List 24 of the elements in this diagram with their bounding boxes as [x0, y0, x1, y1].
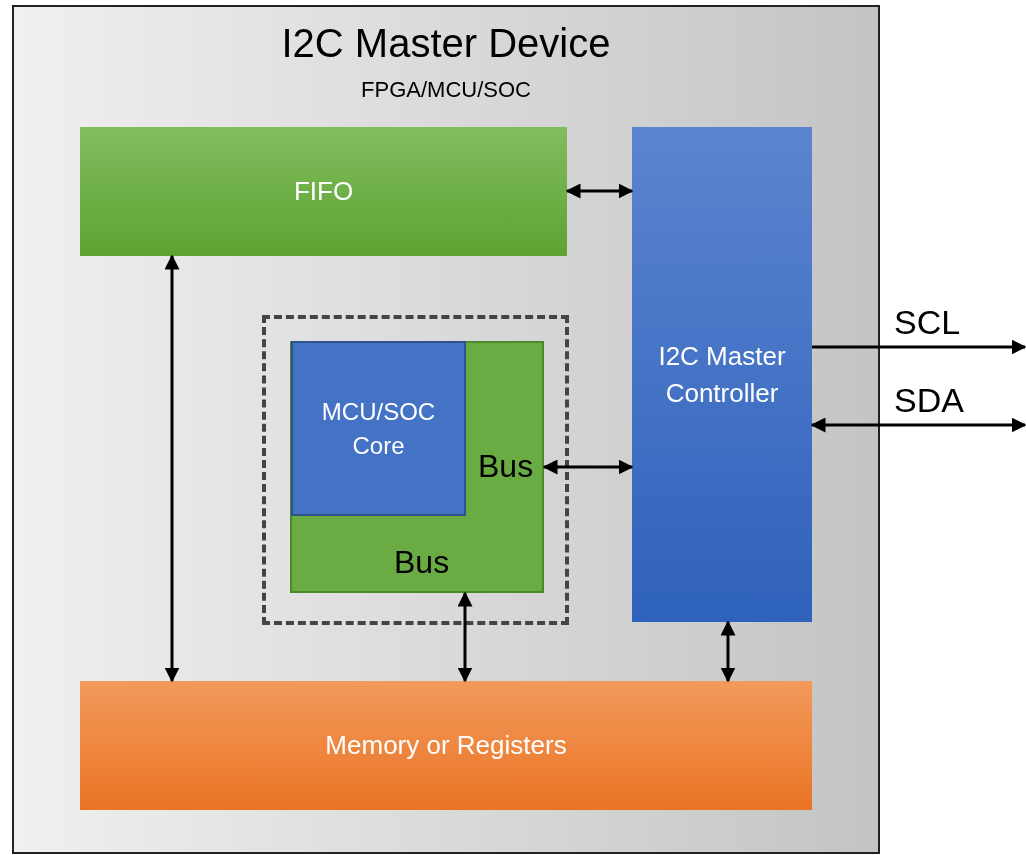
fifo-block: [80, 127, 567, 256]
block-label: I2C Master Controller: [657, 340, 787, 410]
block-label: FIFO: [292, 175, 355, 209]
controller-block: [632, 127, 812, 622]
double-arrow: [720, 620, 736, 683]
block-label: Memory or Registers: [324, 729, 568, 763]
signal-label: SCL: [894, 303, 961, 342]
double-arrow: [164, 254, 180, 683]
device-box: [12, 5, 880, 854]
memory-block: [80, 681, 812, 810]
signal-label: SDA: [894, 381, 964, 420]
bus-label: Bus: [394, 544, 450, 581]
double-arrow: [542, 459, 634, 475]
device-title: I2C Master Device: [280, 21, 612, 66]
bus-label: Bus: [478, 448, 534, 485]
block-label: MCU/SOC Core: [320, 396, 437, 461]
bus-block: [290, 341, 544, 593]
double-arrow: [565, 183, 634, 199]
double-arrow: [457, 591, 473, 683]
double-arrow: [810, 417, 1026, 433]
double-arrow: [812, 339, 1026, 355]
core-block: [291, 341, 466, 516]
device-subtitle: FPGA/MCU/SOC: [360, 77, 532, 103]
dashed-group-box: [262, 315, 569, 625]
